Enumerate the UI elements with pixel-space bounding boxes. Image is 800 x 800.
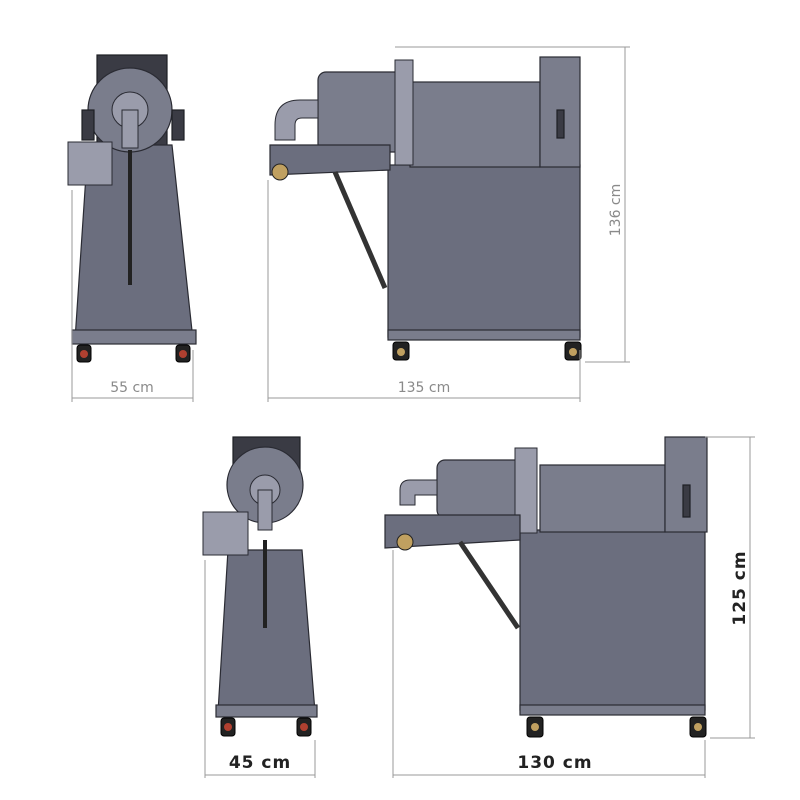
wheel-icon	[392, 341, 582, 361]
dimension-side-length-top: 135 cm	[267, 180, 581, 402]
dimension-front-width-bottom: 45 cm	[204, 560, 316, 778]
dimension-height-bottom: 125 cm	[705, 436, 755, 739]
top-front-view	[67, 54, 197, 363]
top-side-view	[269, 56, 582, 361]
dimension-label: 130 cm	[517, 753, 592, 773]
dimension-label: 45 cm	[229, 753, 291, 773]
dimension-label: 125 cm	[730, 550, 750, 625]
wheel-icon	[526, 716, 707, 738]
dimension-label: 136 cm	[608, 184, 624, 237]
bottom-front-view	[202, 436, 318, 737]
dimension-front-width-top: 55 cm	[71, 190, 194, 402]
dimension-side-length-bottom: 130 cm	[392, 550, 706, 778]
dimension-label: 55 cm	[110, 380, 154, 396]
dimension-label: 135 cm	[398, 380, 451, 396]
bottom-side-view	[384, 436, 708, 738]
wheel-icon	[76, 344, 191, 363]
wheel-icon	[220, 717, 312, 737]
dimension-height-top: 136 cm	[395, 46, 630, 363]
